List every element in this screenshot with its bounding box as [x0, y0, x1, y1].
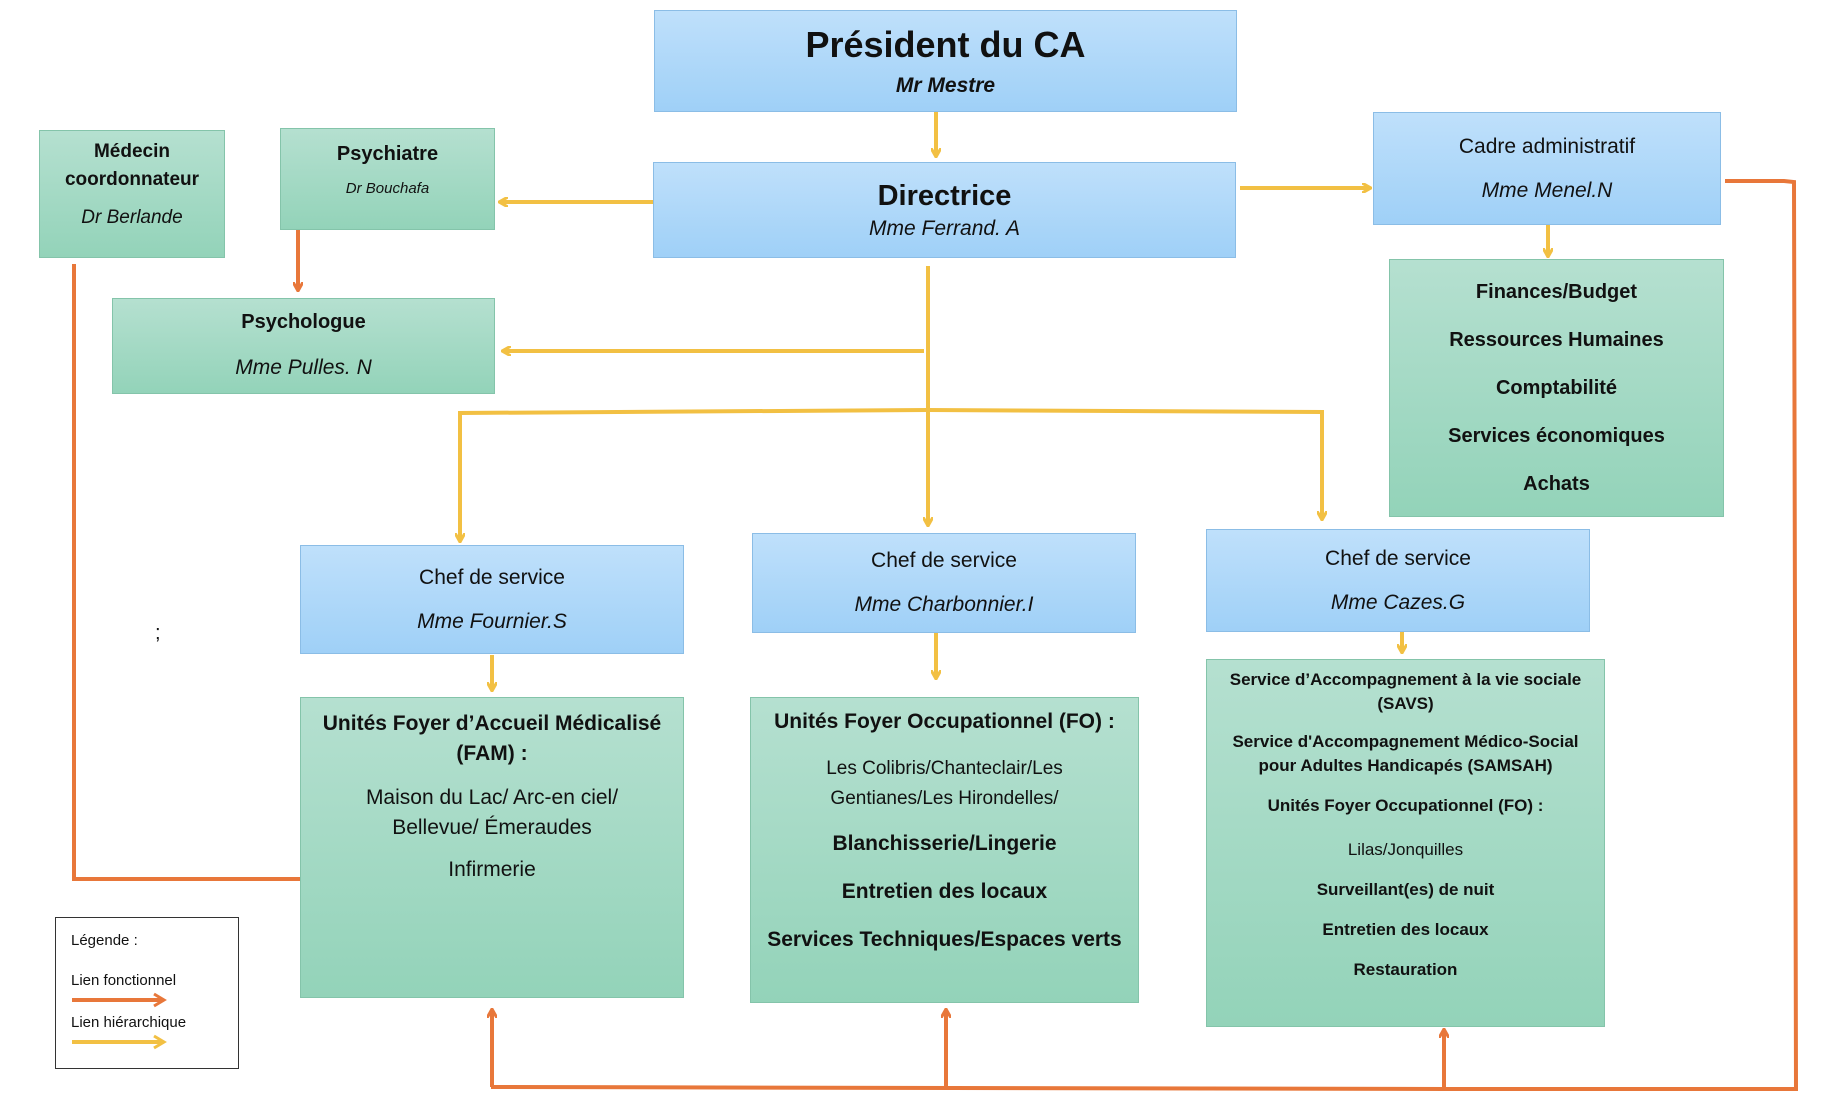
psychiatre-name: Dr Bouchafa — [345, 180, 430, 197]
fam-infirmerie: Infirmerie — [448, 858, 536, 881]
savs-restauration: Restauration — [1353, 960, 1458, 979]
fam-title-line1: Unités Foyer d’Accueil Médicalisé — [322, 712, 662, 735]
director-title: Directrice — [877, 179, 1012, 212]
president-name: Mr Mestre — [895, 74, 996, 97]
savs-fo-units: Lilas/Jonquilles — [1347, 840, 1464, 859]
chef-service-3-box: Chef de service Mme Cazes.G — [1206, 529, 1590, 632]
director-name: Mme Ferrand. A — [869, 216, 1020, 240]
fam-box: Unités Foyer d’Accueil Médicalisé (FAM) … — [300, 697, 684, 998]
medecin-box: Médecin coordonnateur Dr Berlande — [39, 130, 225, 258]
loop-admin-bottom — [490, 179, 1799, 1091]
fo-blanchisserie: Blanchisserie/Lingerie — [832, 832, 1057, 855]
chef-service-3-name: Mme Cazes.G — [1330, 590, 1466, 614]
service-economiques: Services économiques — [1448, 424, 1665, 447]
admin-services-box: Finances/Budget Ressources Humaines Comp… — [1389, 259, 1724, 517]
fam-units-line2: Bellevue/ Émeraudes — [392, 816, 592, 839]
president-box: Président du CA Mr Mestre — [654, 10, 1237, 112]
psychiatre-title: Psychiatre — [336, 143, 439, 165]
chef-service-2-title: Chef de service — [871, 549, 1017, 572]
savs-entretien: Entretien des locaux — [1322, 920, 1489, 939]
chef-service-1-box: Chef de service Mme Fournier.S — [300, 545, 684, 654]
samsah-line2: pour Adultes Handicapés (SAMSAH) — [1258, 756, 1553, 775]
service-achats: Achats — [1523, 472, 1590, 495]
fam-units-line1: Maison du Lac/ Arc-en ciel/ — [365, 786, 619, 809]
president-title: Président du CA — [805, 24, 1086, 65]
legend-functional-arrow — [72, 992, 167, 1008]
savs-line1: Service d’Accompagnement à la vie social… — [1229, 670, 1582, 689]
legend-hierarchical-arrow — [72, 1034, 167, 1050]
fo-entretien: Entretien des locaux — [841, 880, 1048, 903]
branch-left — [460, 408, 929, 541]
chef-service-3-title: Chef de service — [1325, 546, 1471, 570]
chef-service-1-name: Mme Fournier.S — [417, 609, 567, 633]
admin-title: Cadre administratif — [1458, 134, 1636, 158]
medecin-title-line1: Médecin — [93, 141, 171, 162]
medecin-title-line2: coordonnateur — [64, 169, 200, 190]
admin-box: Cadre administratif Mme Menel.N — [1373, 112, 1721, 225]
savs-box: Service d’Accompagnement à la vie social… — [1206, 659, 1605, 1027]
director-box: Directrice Mme Ferrand. A — [653, 162, 1236, 258]
fo-units-line1: Les Colibris/Chanteclair/Les — [826, 758, 1063, 779]
savs-fo-title: Unités Foyer Occupationnel (FO) : — [1267, 796, 1544, 815]
fo-title: Unités Foyer Occupationnel (FO) : — [774, 710, 1115, 733]
service-comptabilite: Comptabilité — [1495, 376, 1618, 399]
savs-line2: (SAVS) — [1377, 694, 1434, 713]
admin-name: Mme Menel.N — [1481, 178, 1613, 202]
hierarchical-links — [460, 112, 1548, 690]
psychologue-name: Mme Pulles. N — [235, 356, 372, 379]
legend-title: Légende : — [71, 932, 138, 949]
chef-service-2-box: Chef de service Mme Charbonnier.I — [752, 533, 1136, 633]
samsah-line1: Service d'Accompagnement Médico-Social — [1232, 732, 1579, 751]
service-rh: Ressources Humaines — [1449, 328, 1664, 351]
service-finances: Finances/Budget — [1475, 280, 1638, 303]
legend-hierarchical-label: Lien hiérarchique — [71, 1014, 187, 1031]
branch-right — [927, 408, 1322, 519]
legend-box: Légende : Lien fonctionnel Lien hiérarch… — [55, 917, 239, 1069]
savs-surveillants: Surveillant(es) de nuit — [1316, 880, 1495, 899]
fam-title-line2: (FAM) : — [456, 742, 528, 765]
fo-services-techniques: Services Techniques/Espaces verts — [767, 928, 1122, 951]
chef-service-2-name: Mme Charbonnier.I — [854, 593, 1034, 616]
stray-semicolon: ; — [155, 622, 161, 644]
fo-box: Unités Foyer Occupationnel (FO) : Les Co… — [750, 697, 1139, 1003]
medecin-name: Dr Berlande — [81, 207, 183, 228]
psychologue-box: Psychologue Mme Pulles. N — [112, 298, 495, 394]
fo-units-line2: Gentianes/Les Hirondelles/ — [830, 788, 1059, 809]
psychiatre-box: Psychiatre Dr Bouchafa — [280, 128, 495, 230]
chef-service-1-title: Chef de service — [419, 565, 565, 589]
psychologue-title: Psychologue — [241, 311, 366, 333]
legend-functional-label: Lien fonctionnel — [71, 972, 177, 989]
